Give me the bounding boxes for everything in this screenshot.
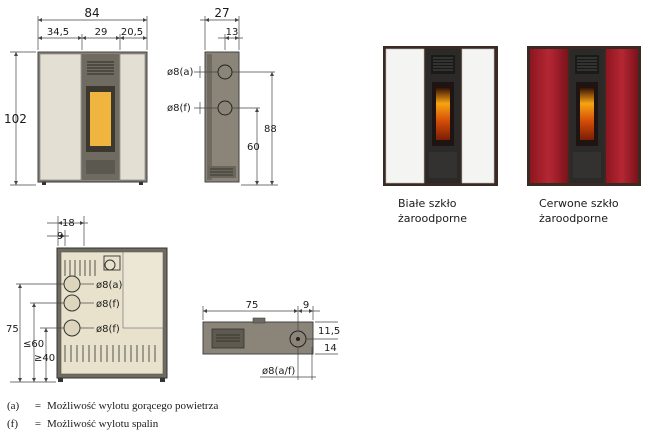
product-white-glass (383, 46, 498, 186)
caption-red-line2: żaroodporne (539, 212, 608, 225)
top-outlet-label: ø8(a/f) (262, 366, 295, 377)
side-height-f: 60 (247, 142, 260, 153)
caption-white-line2: żaroodporne (398, 212, 467, 225)
side-outlet-a-label: ø8(a) (167, 67, 194, 78)
back-outlet-f1 (63, 294, 81, 312)
product-red-glass (527, 46, 641, 186)
back-outlet-f2 (63, 319, 81, 337)
front-view: 84 34,5 29 20,5 102 (4, 6, 148, 186)
caption-white-line1: Białe szkło (398, 197, 457, 210)
side-outlet-a (217, 64, 233, 80)
back-outlet-a (63, 275, 81, 293)
side-view: 27 13 ø8(a) ø8(f) 88 60 (167, 6, 278, 186)
top-offset: 9 (303, 300, 309, 311)
back-height-40: ≥40 (34, 353, 55, 364)
front-seg-mid: 29 (95, 27, 108, 38)
front-grille (87, 61, 114, 75)
legend-row-a: (a) = Możliwość wylotu gorącego powietrza (7, 400, 218, 412)
legend-key-a: (a) (7, 400, 20, 412)
front-seg-left: 34,5 (47, 27, 69, 38)
legend-row-f: (f) = Możliwość wylotu spalin (7, 418, 158, 430)
front-width-total: 84 (84, 6, 99, 20)
legend-key-f: (f) (7, 418, 18, 430)
legend-text-a: Możliwość wylotu gorącego powietrza (47, 400, 219, 412)
side-offset: 13 (226, 27, 239, 38)
back-offset-9: 9 (57, 231, 63, 242)
caption-red-line1: Cerwone szkło (539, 197, 619, 210)
side-depth: 27 (214, 6, 229, 20)
legend-text-f: Możliwość wylotu spalin (47, 418, 159, 430)
top-dim-115: 11,5 (318, 326, 340, 337)
legend-eq-f: = (34, 418, 42, 430)
back-height-75: 75 (6, 324, 19, 335)
front-left-panel (39, 53, 82, 181)
side-outlet-f (217, 100, 233, 116)
back-height-60: ≤60 (23, 339, 44, 350)
front-fire-window (90, 92, 111, 146)
front-seg-right: 20,5 (121, 27, 143, 38)
front-right-panel (119, 53, 146, 181)
back-outlet-a-label: ø8(a) (96, 280, 123, 291)
top-view: 75 9 11,5 14 ø8(a/f) (202, 300, 340, 380)
side-height-a: 88 (264, 124, 277, 135)
back-offset-18: 18 (62, 218, 75, 229)
top-dim-14: 14 (324, 343, 337, 354)
back-outlet-f2-label: ø8(f) (96, 324, 120, 335)
top-length: 75 (246, 300, 259, 311)
side-outlet-f-label: ø8(f) (167, 103, 191, 114)
back-view: 18 9 ø8(a) ø8(f) ø8(f) 75 ≤60 ≥40 (6, 216, 168, 383)
back-outlet-f1-label: ø8(f) (96, 299, 120, 310)
legend-eq-a: = (34, 400, 42, 412)
front-height: 102 (4, 112, 27, 126)
